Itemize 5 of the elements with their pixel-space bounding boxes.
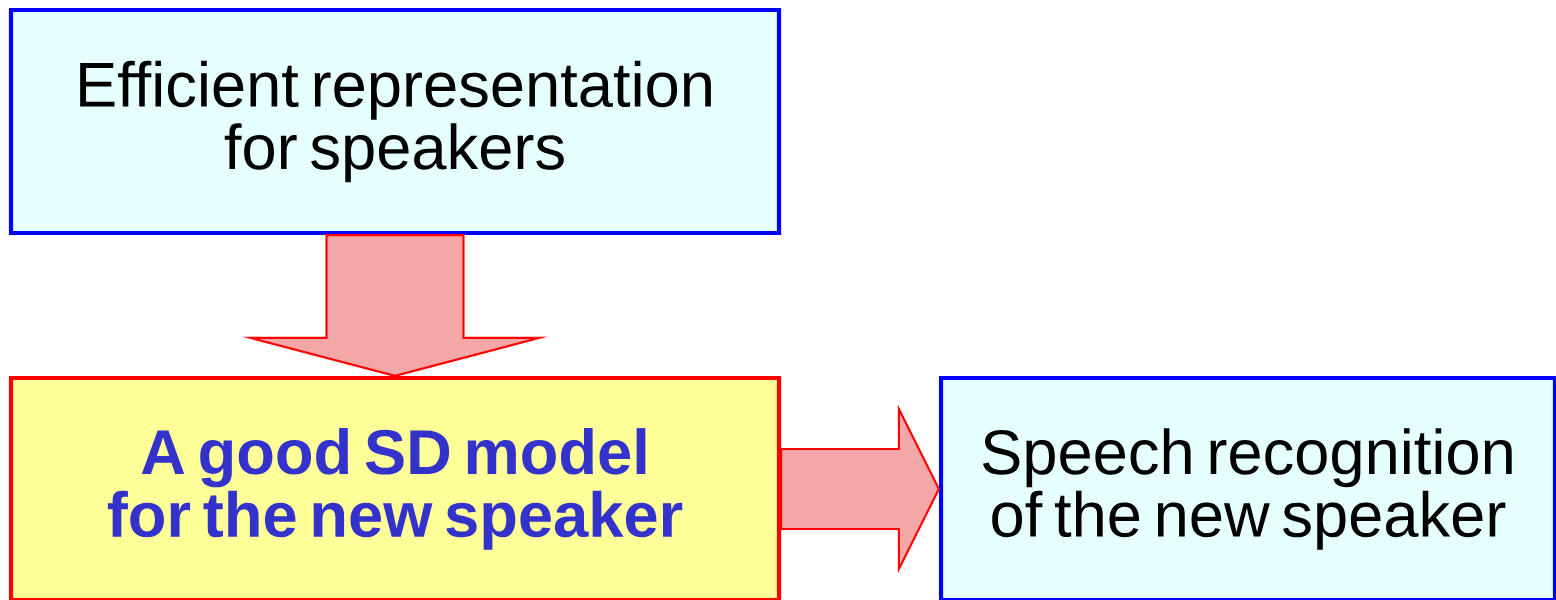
block-arrow (242, 234, 548, 377)
block-arrow (780, 404, 941, 574)
process-box: A good SD model for the new speaker (8, 375, 782, 600)
process-box: Efficient representation for speakers (8, 7, 782, 236)
process-box: Speech recognition of the new speaker (938, 375, 1556, 600)
